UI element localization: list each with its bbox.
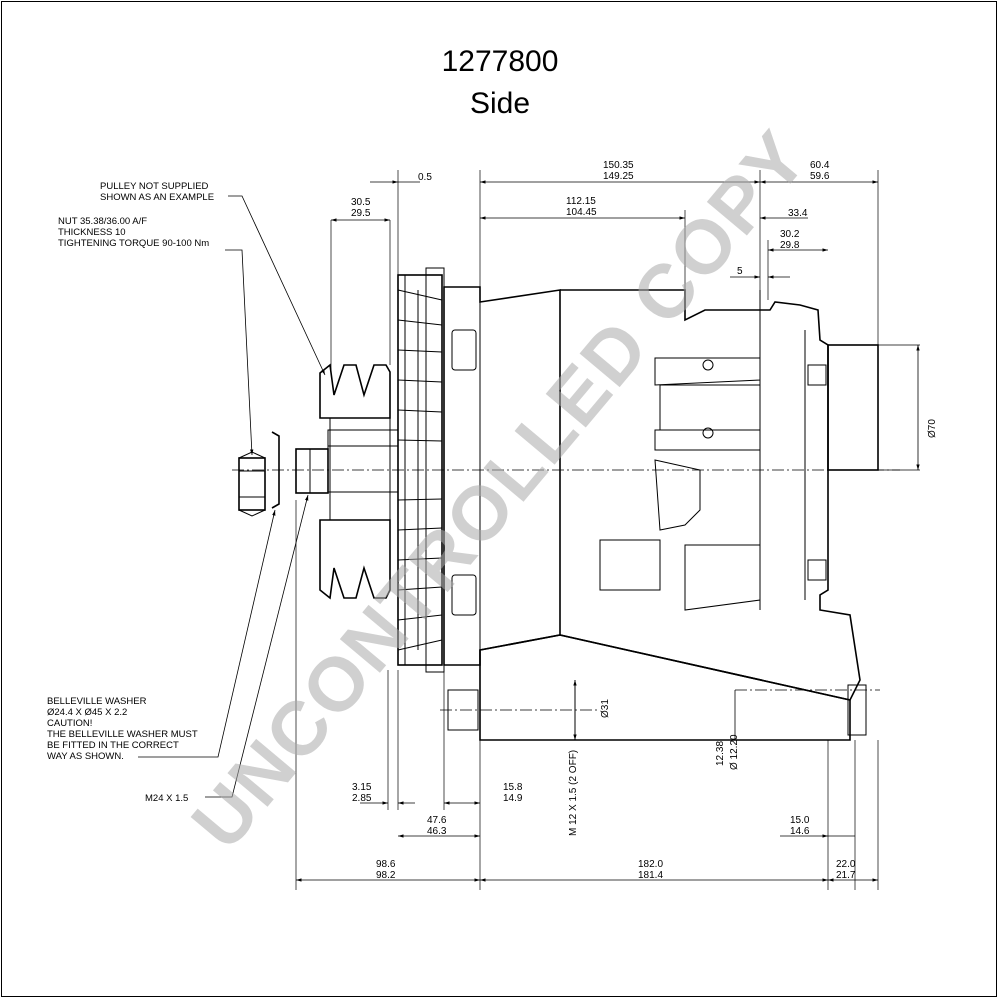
svg-text:SHOWN AS AN EXAMPLE: SHOWN AS AN EXAMPLE (100, 192, 214, 203)
dim-5: 5 (737, 266, 743, 277)
dim-104-45: 104.45 (566, 207, 597, 218)
dim-30-5: 30.5 (351, 197, 371, 208)
svg-text:Ø24.4 X Ø45 X 2.2: Ø24.4 X Ø45 X 2.2 (47, 707, 127, 718)
dim-14-6: 14.6 (790, 826, 810, 837)
fan (397, 267, 445, 673)
nut-note: NUT 35.38/36.00 A/F THICKNESS 10 TIGHTEN… (58, 216, 209, 249)
dim-2-85: 2.85 (352, 793, 372, 804)
shaft (295, 429, 399, 494)
dim-149-25: 149.25 (603, 171, 634, 182)
dimension-labels: 0.5 30.5 29.5 150.35 149.25 112.15 104.4… (351, 160, 938, 881)
part-number-title: 1277800 (441, 45, 559, 78)
dim-150-35: 150.35 (603, 160, 634, 171)
dim-0-5: 0.5 (418, 172, 432, 183)
belleville-washer (271, 431, 280, 509)
extension-lines (295, 170, 920, 890)
dim-182-0: 182.0 (638, 859, 663, 870)
svg-text:THICKNESS 10: THICKNESS 10 (58, 227, 126, 238)
pulley (319, 220, 391, 600)
dim-181-4: 181.4 (638, 870, 663, 881)
dimension-lines (296, 180, 920, 890)
dim-22-0: 22.0 (836, 859, 856, 870)
dim-14-9: 14.9 (503, 793, 523, 804)
dim-30-2: 30.2 (780, 229, 800, 240)
stator-body (559, 289, 861, 701)
dim-3-15: 3.15 (352, 782, 372, 793)
nut (238, 451, 266, 517)
pulley-note: PULLEY NOT SUPPLIED SHOWN AS AN EXAMPLE (100, 181, 214, 203)
dim-phi70: Ø70 (927, 419, 938, 438)
dim-112-15: 112.15 (566, 196, 596, 207)
dim-60-4: 60.4 (810, 160, 830, 171)
svg-text:BELLEVILLE WASHER: BELLEVILLE WASHER (47, 696, 147, 707)
svg-text:THE BELLEVILLE WASHER MUST: THE BELLEVILLE WASHER MUST (47, 729, 198, 740)
mounting-foot (440, 634, 880, 741)
dim-59-6: 59.6 (810, 171, 830, 182)
dim-21-7: 21.7 (836, 870, 856, 881)
dim-47-6: 47.6 (427, 815, 447, 826)
front-housing (443, 286, 561, 666)
dim-phi31: Ø31 (600, 699, 611, 718)
dim-12-20: Ø 12.20 (729, 734, 740, 770)
dim-33-4: 33.4 (788, 208, 808, 219)
dim-12-38: 12.38 (715, 741, 726, 766)
view-label: Side (469, 87, 531, 120)
dim-m12: M 12 X 1.5 (2 OFF) (568, 750, 579, 836)
svg-text:BE FITTED IN THE CORRECT: BE FITTED IN THE CORRECT (47, 740, 179, 751)
dim-15-8: 15.8 (503, 782, 523, 793)
svg-text:PULLEY NOT SUPPLIED: PULLEY NOT SUPPLIED (100, 181, 209, 192)
dim-46-3: 46.3 (427, 826, 447, 837)
dim-29-5: 29.5 (351, 208, 371, 219)
dim-15-0: 15.0 (790, 815, 810, 826)
svg-text:TIGHTENING TORQUE 90-100 Nm: TIGHTENING TORQUE 90-100 Nm (58, 238, 209, 249)
leader-lines (138, 195, 326, 798)
dim-98-2: 98.2 (376, 870, 396, 881)
svg-text:WAY AS SHOWN.: WAY AS SHOWN. (47, 751, 124, 762)
bearing-hub (827, 344, 879, 471)
svg-text:CAUTION!: CAUTION! (47, 718, 92, 729)
dim-29-8: 29.8 (780, 240, 800, 251)
dim-98-6: 98.6 (376, 859, 396, 870)
svg-text:NUT 35.38/36.00 A/F: NUT 35.38/36.00 A/F (58, 216, 147, 227)
washer-note: BELLEVILLE WASHER Ø24.4 X Ø45 X 2.2 CAUT… (47, 696, 198, 762)
thread-note: M24 X 1.5 (145, 793, 188, 804)
